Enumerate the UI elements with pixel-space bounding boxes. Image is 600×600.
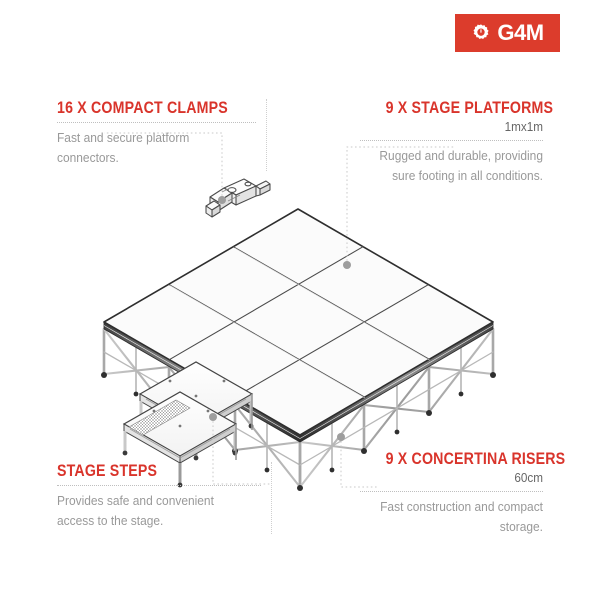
callout-risers-body: Fast construction and compact storage. bbox=[380, 499, 543, 534]
dot-clamps bbox=[218, 196, 226, 204]
callout-clamps-divider bbox=[57, 122, 256, 124]
callout-risers-heading: 9 X CONCERTINA RISERS bbox=[385, 450, 566, 468]
stage-steps bbox=[122, 361, 254, 488]
callout-risers-subtitle: 60cm bbox=[514, 470, 543, 486]
callout-steps-body: Provides safe and convenient access to t… bbox=[57, 493, 214, 528]
dot-platforms bbox=[343, 261, 351, 269]
gear-icon bbox=[473, 24, 489, 39]
callout-platforms-body: Rugged and durable, providing sure footi… bbox=[379, 148, 543, 183]
callout-stage-steps: STAGE STEPS Provides safe and convenient… bbox=[57, 462, 272, 535]
riser-bank-right bbox=[298, 327, 495, 489]
g4m-logo[interactable]: G4M bbox=[455, 14, 560, 52]
callout-risers-divider bbox=[360, 491, 543, 493]
leader-platforms bbox=[346, 146, 455, 265]
callout-stage-platforms: 9 X STAGE PLATFORMS 1mx1m Rugged and dur… bbox=[360, 99, 554, 187]
callout-platforms-divider bbox=[360, 140, 543, 142]
callout-steps-divider bbox=[57, 485, 261, 487]
logo-text: G4M bbox=[497, 20, 544, 45]
leader-lines bbox=[104, 132, 455, 488]
leader-clamps bbox=[104, 132, 223, 200]
leader-dots bbox=[209, 196, 351, 441]
callout-platforms-subtitle: 1mx1m bbox=[504, 119, 543, 135]
callout-platforms-heading: 9 X STAGE PLATFORMS bbox=[385, 99, 554, 117]
callout-clamps-body: Fast and secure platform connectors. bbox=[57, 130, 190, 165]
step-lower bbox=[122, 391, 238, 488]
callout-clamps-heading: 16 X COMPACT CLAMPS bbox=[57, 99, 228, 117]
dot-steps bbox=[209, 413, 217, 421]
compact-clamp-part bbox=[205, 178, 271, 218]
callout-compact-clamps: 16 X COMPACT CLAMPS Fast and secure plat… bbox=[57, 99, 267, 172]
leader-steps bbox=[212, 417, 271, 485]
dot-risers bbox=[337, 433, 345, 441]
callout-concertina-risers: 9 X CONCERTINA RISERS 60cm Fast construc… bbox=[360, 450, 566, 536]
callout-steps-heading: STAGE STEPS bbox=[57, 462, 158, 480]
